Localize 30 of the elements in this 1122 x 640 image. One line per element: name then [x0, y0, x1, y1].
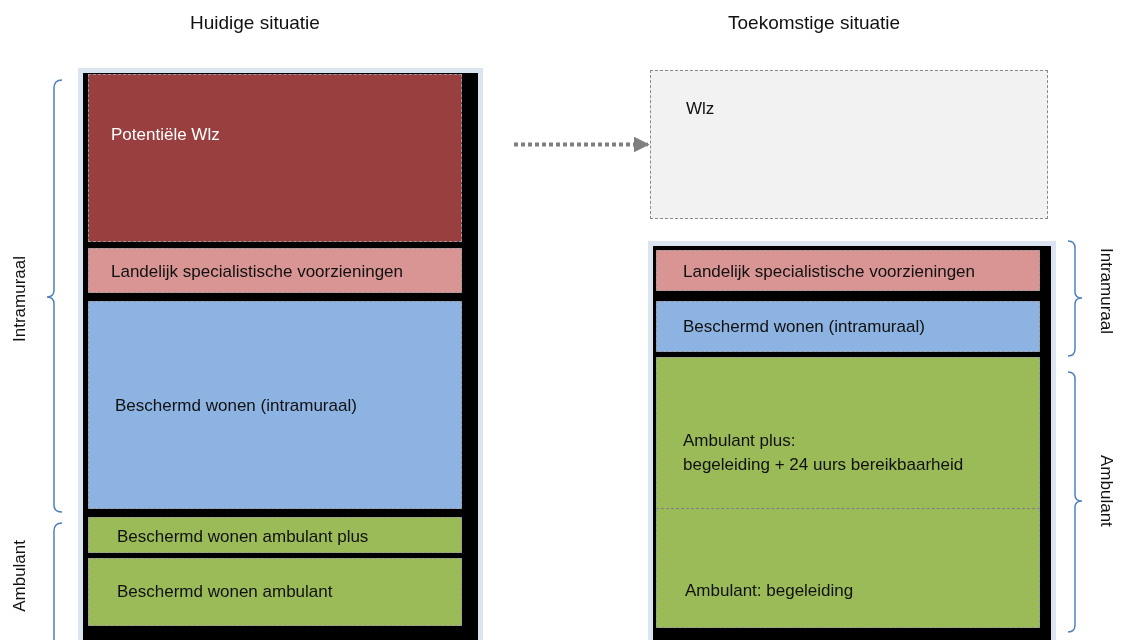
category-box — [88, 558, 462, 626]
box-label: Ambulant plus: — [683, 430, 796, 452]
category-box — [656, 250, 1040, 291]
box-label: begeleiding + 24 uurs bereikbaarheid — [683, 454, 964, 476]
box-label: Wlz — [686, 98, 715, 120]
category-box — [88, 248, 462, 293]
box-label: Landelijk specialistische voorzieningen — [683, 261, 975, 283]
bracket-label: Ambulant — [1096, 455, 1116, 527]
arrow — [514, 136, 650, 153]
bracket-label: Intramuraal — [10, 256, 30, 342]
box-label: Landelijk specialistische voorzieningen — [111, 261, 403, 283]
wlz-box — [650, 70, 1048, 219]
box-label: Beschermd wonen (intramuraal) — [683, 316, 925, 338]
column-heading: Huidige situatie — [190, 12, 320, 34]
category-box — [88, 517, 462, 553]
category-box — [88, 301, 462, 509]
bracket-label: Ambulant — [10, 540, 30, 612]
column-heading: Toekomstige situatie — [728, 12, 901, 34]
bracket-label: Intramuraal — [1096, 248, 1116, 334]
category-box — [656, 357, 1040, 509]
category-box — [656, 301, 1040, 352]
category-box — [656, 509, 1040, 628]
box-label: Beschermd wonen ambulant — [117, 581, 333, 603]
box-label: Ambulant: begeleiding — [685, 580, 854, 602]
box-label: Beschermd wonen (intramuraal) — [115, 395, 357, 417]
column-frame — [78, 68, 483, 640]
box-label: Potentiële Wlz — [111, 124, 220, 146]
column-frame — [648, 241, 1056, 640]
box-label: Beschermd wonen ambulant plus — [117, 526, 369, 548]
wlz-box — [88, 74, 462, 242]
